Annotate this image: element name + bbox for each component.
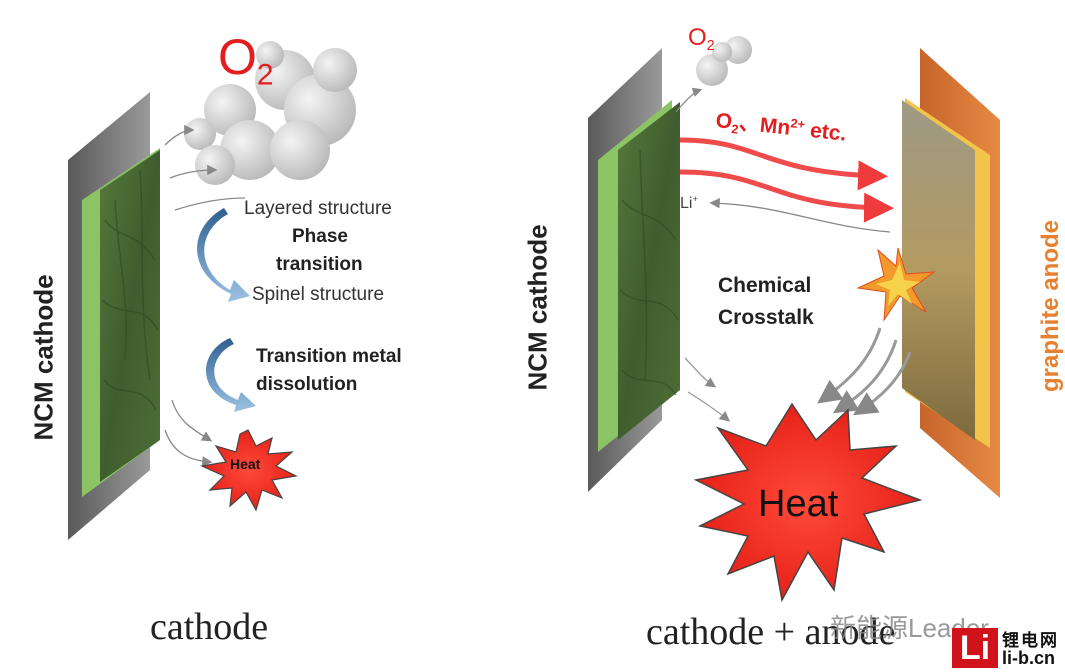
phase-transition-line1: Phase bbox=[292, 226, 348, 247]
left-phase-arrow bbox=[197, 208, 250, 302]
crosstalk-spark-icon bbox=[856, 247, 936, 322]
left-gas-line bbox=[174, 197, 246, 211]
left-dissolution-arrow bbox=[205, 338, 256, 412]
species-arrow-1 bbox=[679, 137, 888, 191]
tm-dissolution-line1: Transition metal bbox=[256, 346, 402, 367]
anode-heat-arrow-3 bbox=[852, 351, 912, 416]
anode-heat-arrow-2 bbox=[832, 339, 898, 414]
left-cathode-electrode bbox=[68, 92, 160, 540]
right-heat-label: Heat bbox=[758, 483, 839, 525]
right-heat-burst bbox=[693, 402, 923, 603]
crosstalk-line2: Crosstalk bbox=[718, 306, 814, 329]
left-gas-arrow-1 bbox=[164, 124, 195, 146]
cathode-heat-arrow-2 bbox=[687, 391, 730, 422]
phase-transition-line2: transition bbox=[276, 254, 363, 275]
left-cathode-face bbox=[100, 150, 160, 482]
anode-heat-arrow-1 bbox=[817, 327, 882, 404]
crosstalk-line1: Chemical bbox=[718, 274, 812, 297]
logo-url: li-b.cn bbox=[1002, 648, 1055, 668]
left-cathode-label: NCM cathode bbox=[28, 274, 59, 441]
left-heat-burst bbox=[199, 429, 298, 512]
left-caption: cathode bbox=[150, 606, 269, 648]
anode-label: graphite anode bbox=[1037, 219, 1064, 393]
right-cathode-label: NCM cathode bbox=[522, 224, 553, 391]
right-anode-face bbox=[902, 100, 975, 440]
right-cathode-face bbox=[618, 102, 680, 440]
spinel-structure-label: Spinel structure bbox=[252, 284, 385, 305]
cathode-heat-arrow-1 bbox=[684, 357, 717, 388]
logo-name: 锂电网 bbox=[1002, 631, 1059, 650]
li-ion-label: Li+ bbox=[680, 194, 699, 212]
right-caption: cathode + anode bbox=[646, 611, 896, 653]
left-heat-arrow-1 bbox=[171, 399, 213, 442]
logo-mark: Li bbox=[952, 628, 998, 668]
left-heat-arrow-2 bbox=[164, 429, 213, 467]
right-cathode-electrode bbox=[588, 48, 680, 492]
li-return-arrow bbox=[709, 198, 891, 233]
species-arrow-2 bbox=[679, 169, 894, 223]
right-anode-electrode bbox=[902, 48, 1000, 498]
right-oxygen-cloud bbox=[696, 36, 752, 86]
left-heat-label: Heat bbox=[230, 456, 261, 472]
left-o2-label: O2 bbox=[218, 29, 274, 92]
tm-dissolution-line2: dissolution bbox=[256, 374, 358, 395]
layered-structure-label: Layered structure bbox=[244, 198, 392, 219]
left-oxygen-cloud bbox=[184, 41, 357, 185]
right-gas-arrow bbox=[675, 87, 703, 113]
left-gas-arrow-2 bbox=[169, 164, 218, 179]
right-o2-label: O2 bbox=[688, 24, 715, 55]
